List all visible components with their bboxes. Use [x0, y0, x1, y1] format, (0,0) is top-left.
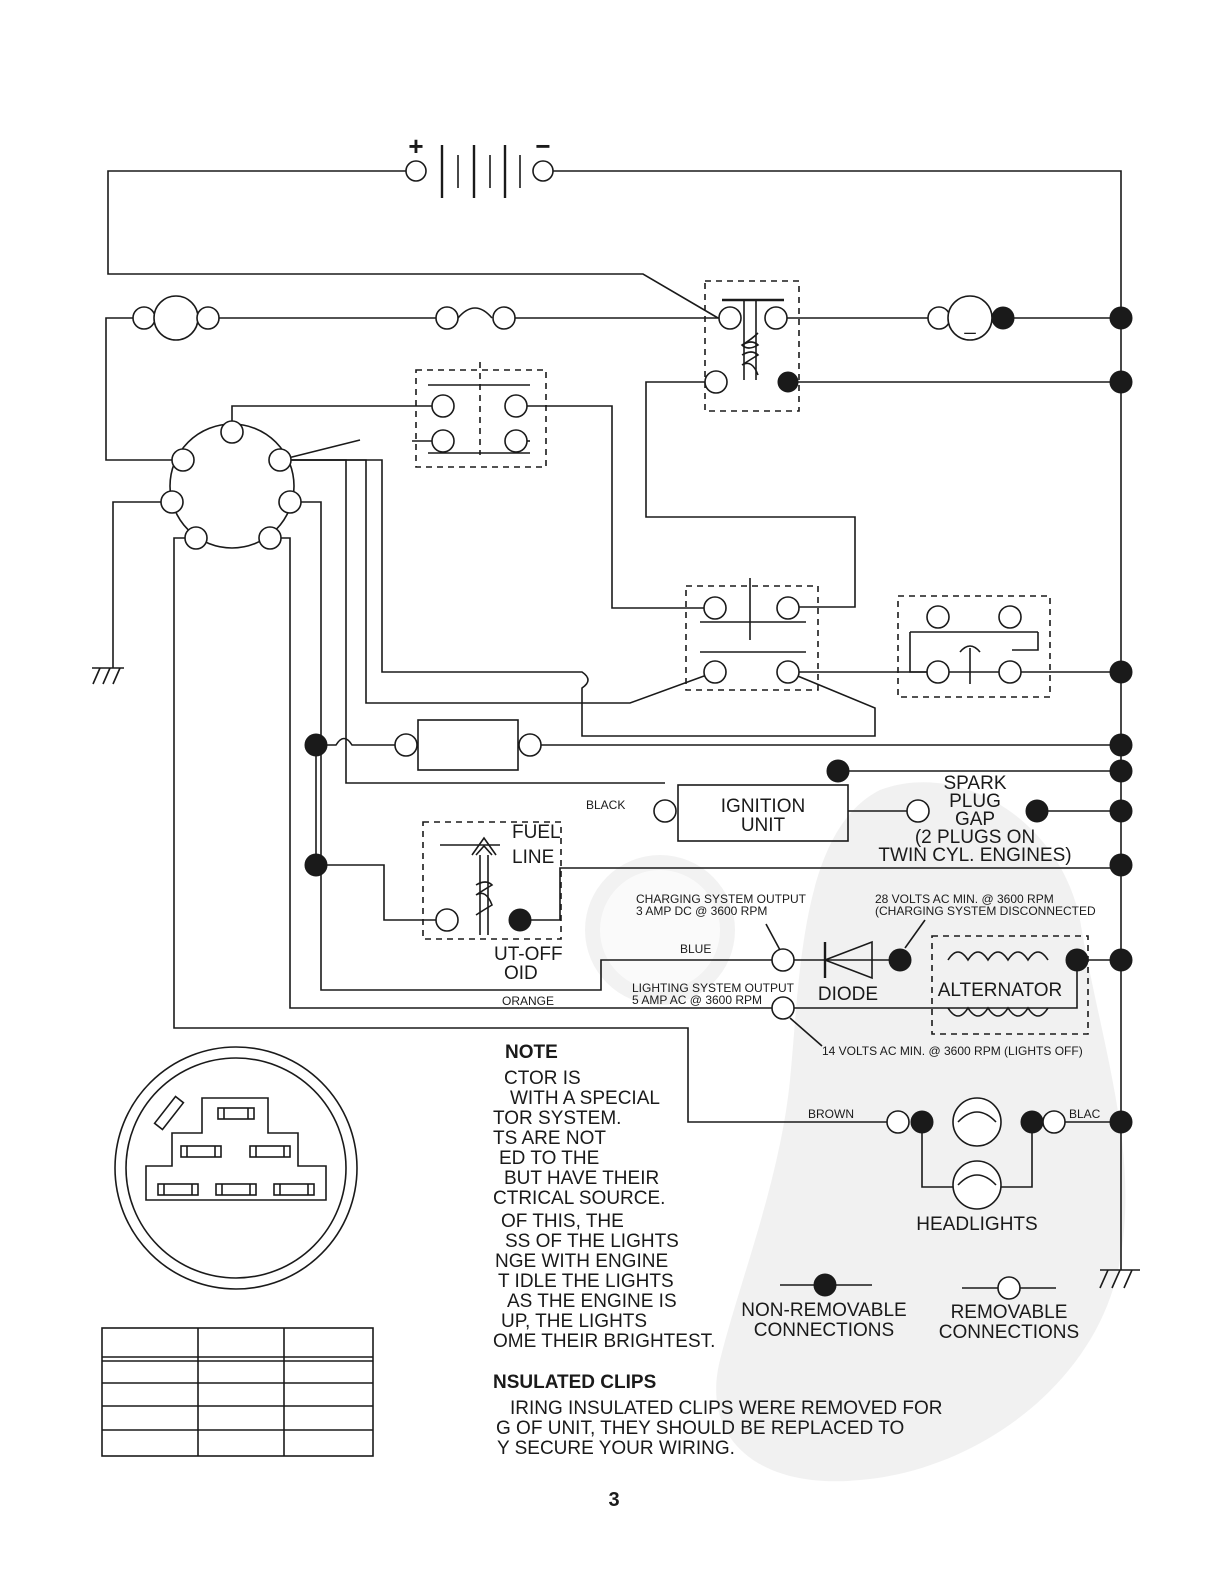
volts28-label-2: (CHARGING SYSTEM DISCONNECTED [875, 904, 1096, 918]
ignition-unit: IGNITION UNIT [653, 784, 1049, 842]
note-line: SS OF THE LIGHTS [505, 1231, 679, 1252]
volts14-label: 14 VOLTS AC MIN. @ 3600 RPM (LIGHTS OFF) [822, 1044, 1083, 1058]
diode [771, 940, 912, 1020]
connector-face [114, 1046, 358, 1290]
labels: BLACK SPARK PLUG GAP (2 PLUGS ON TWIN CY… [494, 773, 1101, 1235]
ground-left [92, 667, 124, 685]
label-alternator: ALTERNATOR [938, 980, 1063, 1001]
note-line: OME THEIR BRIGHTEST. [493, 1331, 715, 1352]
pto-switch [685, 578, 819, 691]
note-line: WITH A SPECIAL [510, 1088, 660, 1109]
pointer-arrows [765, 919, 926, 1047]
fuel-solenoid-label-1: UT-OFF [494, 944, 563, 965]
spark-plug-label-4: (2 PLUGS ON [915, 827, 1035, 848]
clips-section: NSULATED CLIPS IRING INSULATED CLIPS WER… [493, 1372, 942, 1459]
legend-removable-1: REMOVABLE [951, 1302, 1068, 1323]
seat-switch [897, 595, 1051, 698]
note-line: AS THE ENGINE IS [507, 1291, 677, 1312]
charging-output-label-2: 3 AMP DC @ 3600 RPM [636, 904, 767, 918]
note-line: TOR SYSTEM. [493, 1108, 621, 1129]
brake-switch [415, 362, 547, 468]
label-diode: DIODE [818, 984, 878, 1005]
battery-plus: + [408, 131, 423, 161]
legend-non-removable-2: CONNECTIONS [754, 1320, 894, 1341]
ignition-unit-label-2: UNIT [741, 815, 786, 836]
spark-plug-label-5: TWIN CYL. ENGINES) [878, 845, 1071, 866]
spark-plug-label-2: PLUG [949, 791, 1001, 812]
lighting-output-label-1: LIGHTING SYSTEM OUTPUT [632, 981, 795, 995]
note-line: UP, THE LIGHTS [501, 1311, 647, 1332]
note-line: NGE WITH ENGINE [495, 1251, 668, 1272]
note-line: TS ARE NOT [493, 1128, 606, 1149]
note-line: CTOR IS [504, 1068, 581, 1089]
label-black-right: BLAC [1069, 1107, 1101, 1121]
alternator [931, 935, 1089, 1035]
clips-line: G OF UNIT, THEY SHOULD BE REPLACED TO [496, 1418, 904, 1439]
clips-line: IRING INSULATED CLIPS WERE REMOVED FOR [510, 1398, 942, 1419]
label-orange: ORANGE [502, 994, 554, 1008]
label-headlights: HEADLIGHTS [916, 1214, 1037, 1235]
note-line: OF THIS, THE [501, 1211, 624, 1232]
label-blue: BLUE [680, 942, 711, 956]
legend: NON-REMOVABLE CONNECTIONS REMOVABLE CONN… [741, 1273, 1079, 1343]
hour-meter [394, 719, 542, 771]
charging-output-label-1: CHARGING SYSTEM OUTPUT [636, 892, 807, 906]
volts28-label-1: 28 VOLTS AC MIN. @ 3600 RPM [875, 892, 1054, 906]
note-title: NOTE [505, 1042, 558, 1063]
wiring [105, 170, 1122, 1270]
battery-minus: − [535, 131, 550, 161]
ammeter-symbol: _ [963, 313, 976, 335]
fuel-line-label-1: FUEL [512, 822, 561, 843]
headlights [886, 1097, 1066, 1210]
label-brown: BROWN [808, 1107, 854, 1121]
battery: + − [405, 131, 554, 198]
ignition-switch [160, 420, 302, 550]
legend-removable-2: CONNECTIONS [939, 1322, 1079, 1343]
clips-line: Y SECURE YOUR WIRING. [497, 1438, 735, 1459]
light-switch [132, 295, 220, 341]
watermark [585, 782, 1126, 1482]
fuse [435, 306, 516, 330]
label-black: BLACK [586, 798, 625, 812]
note-line: CTRICAL SOURCE. [493, 1188, 665, 1209]
legend-non-removable-1: NON-REMOVABLE [741, 1300, 906, 1321]
page-number: 3 [608, 1489, 619, 1511]
note-line: BUT HAVE THEIR [504, 1168, 659, 1189]
fuel-solenoid [422, 821, 562, 940]
note-line: T IDLE THE LIGHTS [498, 1271, 674, 1292]
spark-plug-label-3: GAP [955, 809, 995, 830]
fuel-line-label-2: LINE [512, 847, 554, 868]
starter-solenoid [704, 280, 800, 412]
lighting-output-label-2: 5 AMP AC @ 3600 RPM [632, 993, 762, 1007]
right-bus-junctions [304, 306, 1133, 1134]
spark-plug-label-1: SPARK [943, 773, 1006, 794]
note-line: ED TO THE [499, 1148, 599, 1169]
note-section: NOTE CTOR IS WITH A SPECIAL TOR SYSTEM. … [493, 1042, 715, 1352]
fuel-solenoid-label-2: OID [504, 963, 538, 984]
ignition-unit-label-1: IGNITION [721, 796, 805, 817]
clips-title: NSULATED CLIPS [493, 1372, 656, 1393]
ground-right [1099, 1269, 1140, 1289]
starter-motor: _ [927, 295, 1015, 341]
terminal-table [101, 1327, 374, 1457]
